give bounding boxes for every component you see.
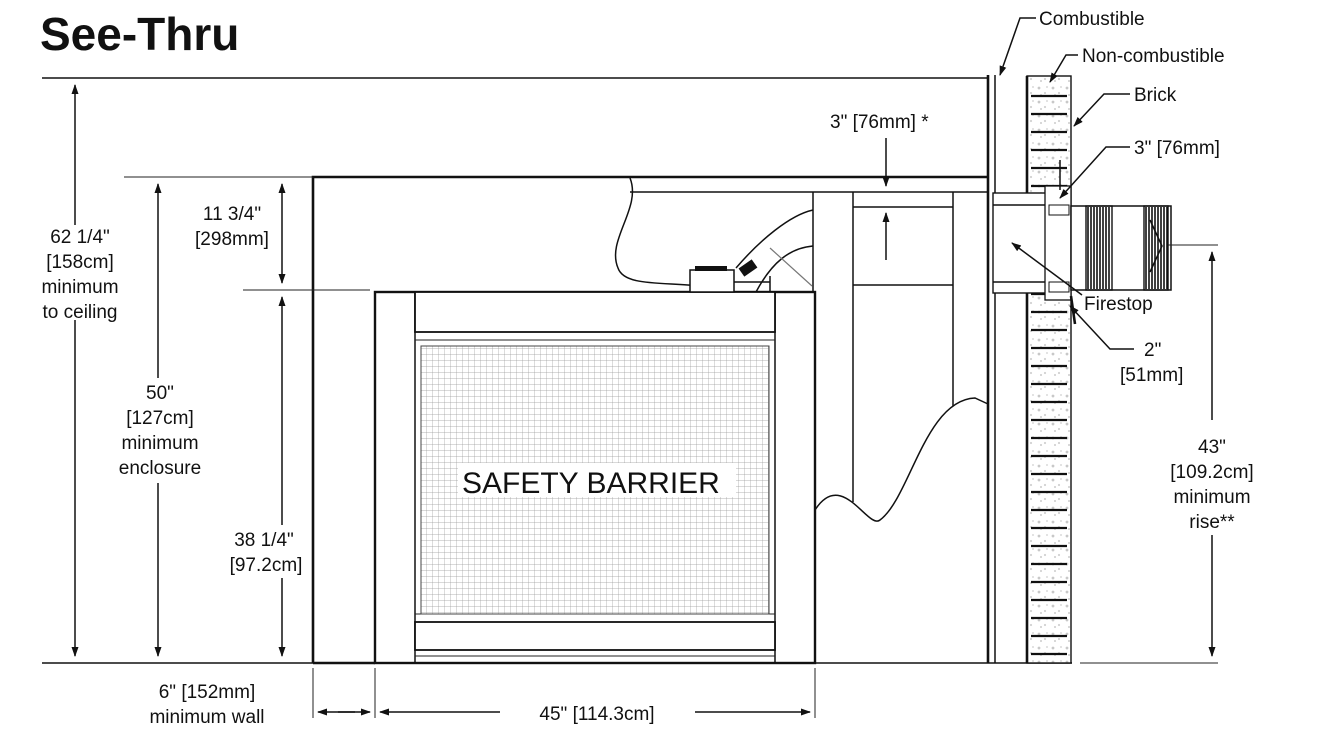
- label-width: 45" [114.3cm]: [539, 704, 654, 725]
- label-unit-cm: [97.2cm]: [230, 555, 303, 576]
- label-ceiling-cm: [158cm]: [46, 252, 114, 273]
- label-combustible: Combustible: [1039, 9, 1145, 30]
- label-unit-in: 38 1/4": [234, 530, 294, 551]
- label-firestop: Firestop: [1084, 294, 1153, 315]
- leader-lines: [999, 17, 1134, 350]
- label-rise-cm: [109.2cm]: [1170, 462, 1253, 483]
- label-gap-in: 2": [1144, 340, 1161, 361]
- label-header-in: 11 3/4": [203, 204, 261, 225]
- label-wall-dimension: 6" [152mm]: [159, 682, 256, 703]
- page-title: See-Thru: [40, 8, 239, 60]
- label-enclosure-note: enclosure: [119, 458, 201, 479]
- label-ceiling-in: 62 1/4": [50, 227, 110, 248]
- label-header-mm: [298mm]: [195, 229, 269, 250]
- label-top-clearance: 3" [76mm] *: [830, 112, 929, 133]
- label-rise-in: 43": [1198, 437, 1226, 458]
- label-side-clearance: 3" [76mm]: [1134, 138, 1220, 159]
- label-rise-note: rise**: [1189, 512, 1235, 533]
- label-brick: Brick: [1134, 85, 1177, 106]
- safety-barrier-label: SAFETY BARRIER: [462, 467, 720, 500]
- label-enclosure-minimum: minimum: [121, 433, 198, 454]
- label-ceiling-note: to ceiling: [43, 302, 118, 323]
- cutaway-break-lower: [814, 397, 989, 522]
- wall-structure: [42, 75, 1072, 664]
- labels: Combustible Non-combustible Brick 3" [76…: [41, 9, 1253, 728]
- label-wall-note: minimum wall: [149, 707, 264, 728]
- cutaway-break-top: [614, 177, 701, 287]
- label-enclosure-in: 50": [146, 383, 174, 404]
- label-non-combustible: Non-combustible: [1082, 46, 1225, 67]
- label-enclosure-cm: [127cm]: [126, 408, 194, 429]
- vent-termination: [992, 160, 1172, 325]
- dimensions: [71, 84, 1218, 718]
- label-rise-minimum: minimum: [1173, 487, 1250, 508]
- label-ceiling-minimum: minimum: [41, 277, 118, 298]
- non-combustible-brick-layer: [1026, 75, 1072, 664]
- fireplace-unit: SAFETY BARRIER: [373, 266, 817, 665]
- label-gap-mm: [51mm]: [1120, 365, 1183, 386]
